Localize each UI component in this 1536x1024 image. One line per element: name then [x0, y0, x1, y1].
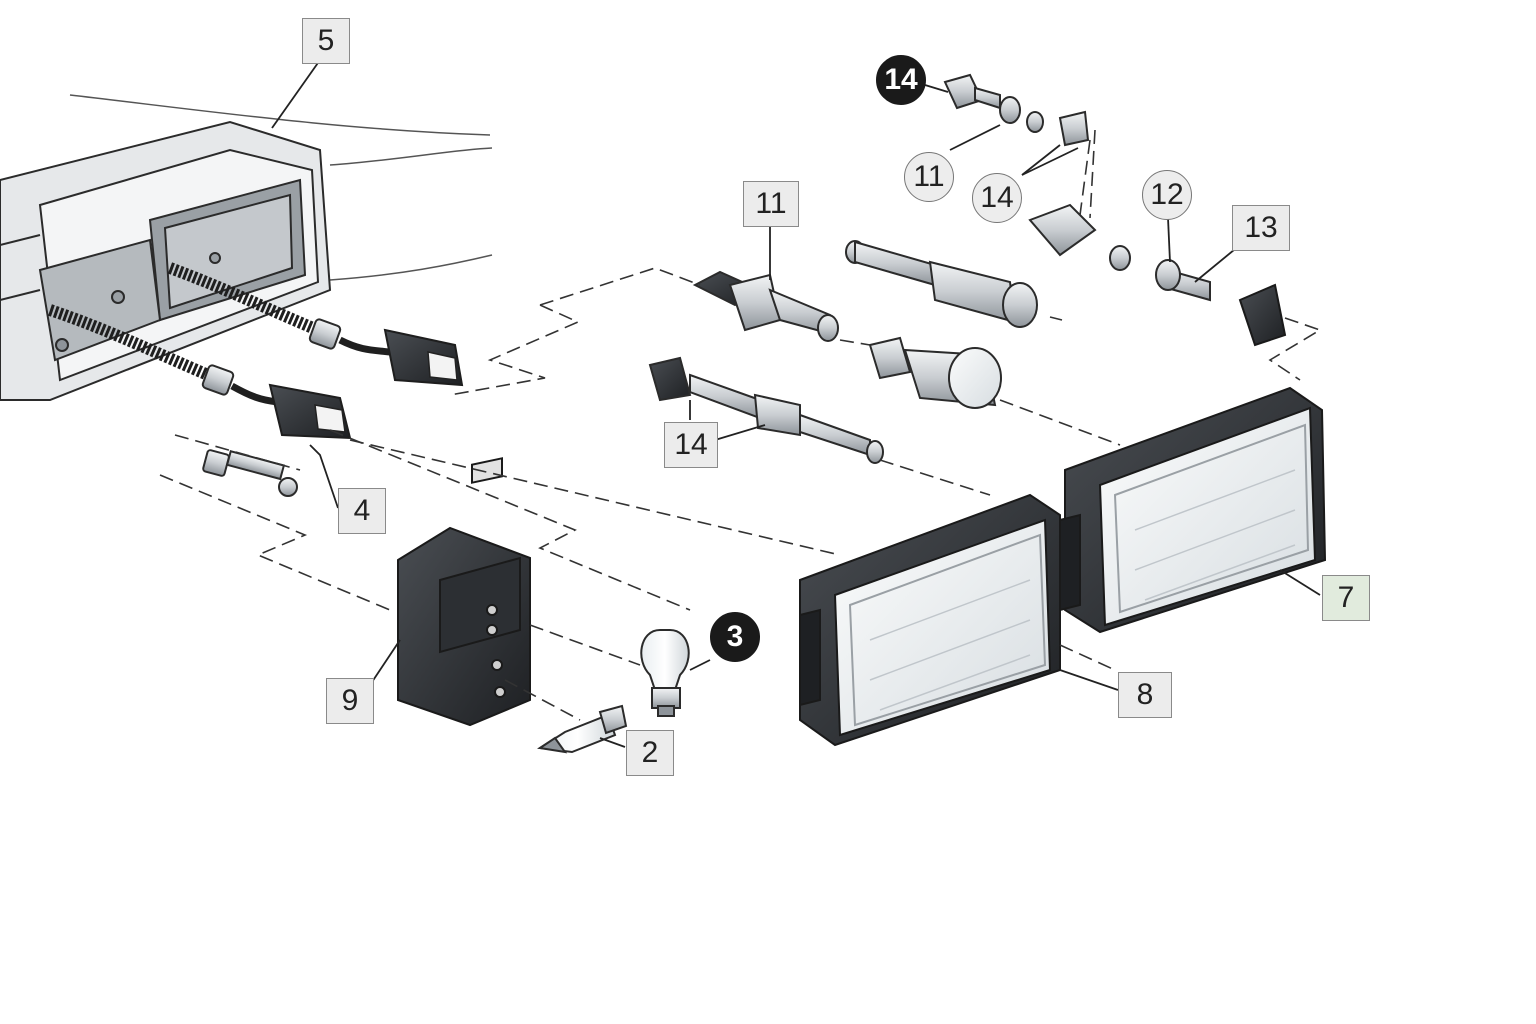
headlamp-front-8	[799, 493, 1061, 747]
callout-14-dark: 14	[876, 55, 926, 105]
callout-13: 13	[1232, 205, 1290, 251]
callout-8: 8	[1118, 672, 1172, 718]
headlamp-rear-7	[1059, 386, 1327, 634]
dashed-assembly-lines	[159, 129, 1322, 721]
adjuster-screw-lower	[868, 336, 1002, 409]
bulb-part-3	[640, 629, 690, 717]
socket-wire-14	[648, 356, 884, 464]
callout-11-square: 11	[743, 181, 799, 227]
relay-block	[397, 457, 531, 727]
callout-14-circle: 14	[972, 173, 1022, 223]
callout-12: 12	[1142, 170, 1192, 220]
wiring-harness-upper	[167, 262, 464, 387]
hardware-top	[943, 73, 1211, 302]
wiring-harness-lower	[48, 304, 352, 440]
festoon-bulb-part-2	[537, 704, 628, 754]
callout-2: 2	[626, 730, 674, 776]
callout-14-square: 14	[664, 422, 718, 468]
callout-4: 4	[338, 488, 386, 534]
callout-5: 5	[302, 18, 350, 64]
bolt-part-4	[202, 449, 298, 497]
callout-3: 3	[710, 612, 760, 662]
leader-lines	[271, 59, 1321, 748]
clip-part-13	[1238, 283, 1287, 347]
callout-11-circle: 11	[904, 152, 954, 202]
adjuster-screw-upper	[845, 240, 1038, 328]
callout-7: 7	[1322, 575, 1370, 621]
callout-9: 9	[326, 678, 374, 724]
socket-assembly-11	[692, 270, 839, 342]
